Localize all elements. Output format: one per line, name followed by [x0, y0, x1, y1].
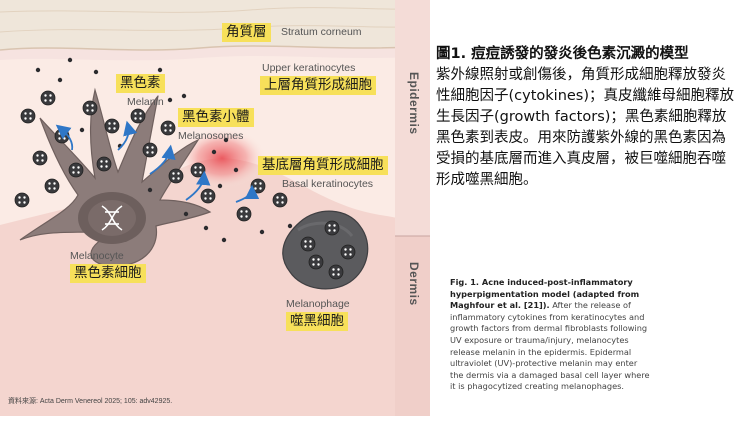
melanosome [44, 178, 60, 194]
melanosome [130, 108, 146, 124]
upper-keratinocytes-label-zh: 上層角質形成細胞 [260, 76, 376, 95]
melanocyte-label-en: Melanocyte [70, 250, 124, 262]
melanin-granule [223, 137, 229, 143]
melanosomes-label-zh: 黑色素小體 [178, 108, 254, 127]
melanosome [324, 220, 340, 236]
melanin-granule [157, 67, 163, 73]
melanosome [104, 118, 120, 134]
melanosome [20, 108, 36, 124]
dna-icon [101, 205, 123, 231]
basal-keratinocytes-label-zh: 基底層角質形成細胞 [258, 156, 388, 175]
melanin-granule [287, 223, 293, 229]
melanin-release-arrow [55, 124, 74, 151]
melanosome [308, 254, 324, 270]
melanin-release-arrow [117, 120, 138, 151]
melanin-granule [167, 97, 173, 103]
melanin-granule [259, 229, 265, 235]
melanosomes-label-en: Melanosomes [178, 130, 244, 142]
melanin-granule [147, 187, 153, 193]
melanophage-label-en: Melanophage [286, 298, 350, 310]
melanin-label-zh: 黑色素 [116, 74, 165, 93]
skin-layers-diagram [0, 0, 431, 416]
melanocyte-label-zh: 黑色素細胞 [70, 264, 146, 283]
melanin-release-arrow [235, 184, 260, 203]
melanosome [272, 192, 288, 208]
melanin-granule [233, 167, 239, 173]
melanosome [32, 150, 48, 166]
stratum-corneum-label-en: Stratum corneum [281, 26, 362, 38]
melanosome [328, 264, 344, 280]
figure-caption-en-lead: Fig. 1. Acne induced-post-inflammatory h… [450, 277, 640, 311]
melanin-release-arrow [149, 144, 176, 175]
melanosome [68, 162, 84, 178]
basal-keratinocytes-label-en: Basal keratinocytes [282, 178, 374, 190]
melanin-granule [221, 237, 227, 243]
figure-description-zh: 紫外線照射或創傷後，角質形成細胞釋放發炎性細胞因子(cytokines)；真皮纖… [436, 67, 735, 188]
melanin-release-arrow [185, 170, 211, 201]
figure-caption-en-text: After the release of inflammatory cytoki… [450, 300, 650, 392]
melanosome-group [14, 90, 356, 280]
melanosome [300, 236, 316, 252]
melanin-granule [211, 149, 217, 155]
melanosome [96, 156, 112, 172]
melanosome [190, 162, 206, 178]
dermis-bar [395, 236, 430, 416]
stratum-corneum-label-zh: 角質層 [222, 23, 271, 42]
release-arrows [55, 120, 260, 203]
acne-pih-illustration: 角質層 Stratum corneum Upper keratinocytes … [0, 0, 431, 416]
source-citation: 資料來源: Acta Derm Venereol 2025; 105: adv4… [8, 398, 173, 405]
figure-caption-en: Fig. 1. Acne induced-post-inflammatory h… [450, 277, 650, 393]
melanosome [40, 90, 56, 106]
melanin-granule [183, 211, 189, 217]
melanosome [168, 168, 184, 184]
melanosome [250, 178, 266, 194]
melanin-granule [93, 69, 99, 75]
melanin-granule [217, 183, 223, 189]
melanosome [14, 192, 30, 208]
melanin-granule [203, 225, 209, 231]
melanin-granule [57, 77, 63, 83]
melanin-granule [79, 127, 85, 133]
melanophage-label-zh: 噬黑細胞 [286, 312, 348, 331]
melanin-label-en: Melanin [127, 96, 164, 108]
melanosome [160, 120, 176, 136]
melanin-granule [181, 93, 187, 99]
melanosome [340, 244, 356, 260]
upper-keratinocytes-label-en: Upper keratinocytes [262, 62, 356, 74]
epidermis-bar [395, 0, 430, 236]
melanosome [54, 128, 70, 144]
melanin-granules [35, 57, 293, 243]
caption-panel: 圖1. 痘痘誘發的發炎後色素沉澱的模型 紫外線照射或創傷後，角質形成細胞釋放發炎… [436, 44, 736, 191]
melanosome [142, 142, 158, 158]
melanosome [200, 188, 216, 204]
stratum-corneum-region [0, 0, 430, 50]
dermis-layer-label: Dermis [407, 262, 421, 306]
melanosome [82, 100, 98, 116]
melanophage-cell [282, 210, 369, 290]
melanin-granule [67, 57, 73, 63]
figure-title-zh: 圖1. 痘痘誘發的發炎後色素沉澱的模型 [436, 46, 689, 62]
melanosome [236, 206, 252, 222]
melanin-granule [35, 67, 41, 73]
epidermis-layer-label: Epidermis [407, 72, 421, 135]
